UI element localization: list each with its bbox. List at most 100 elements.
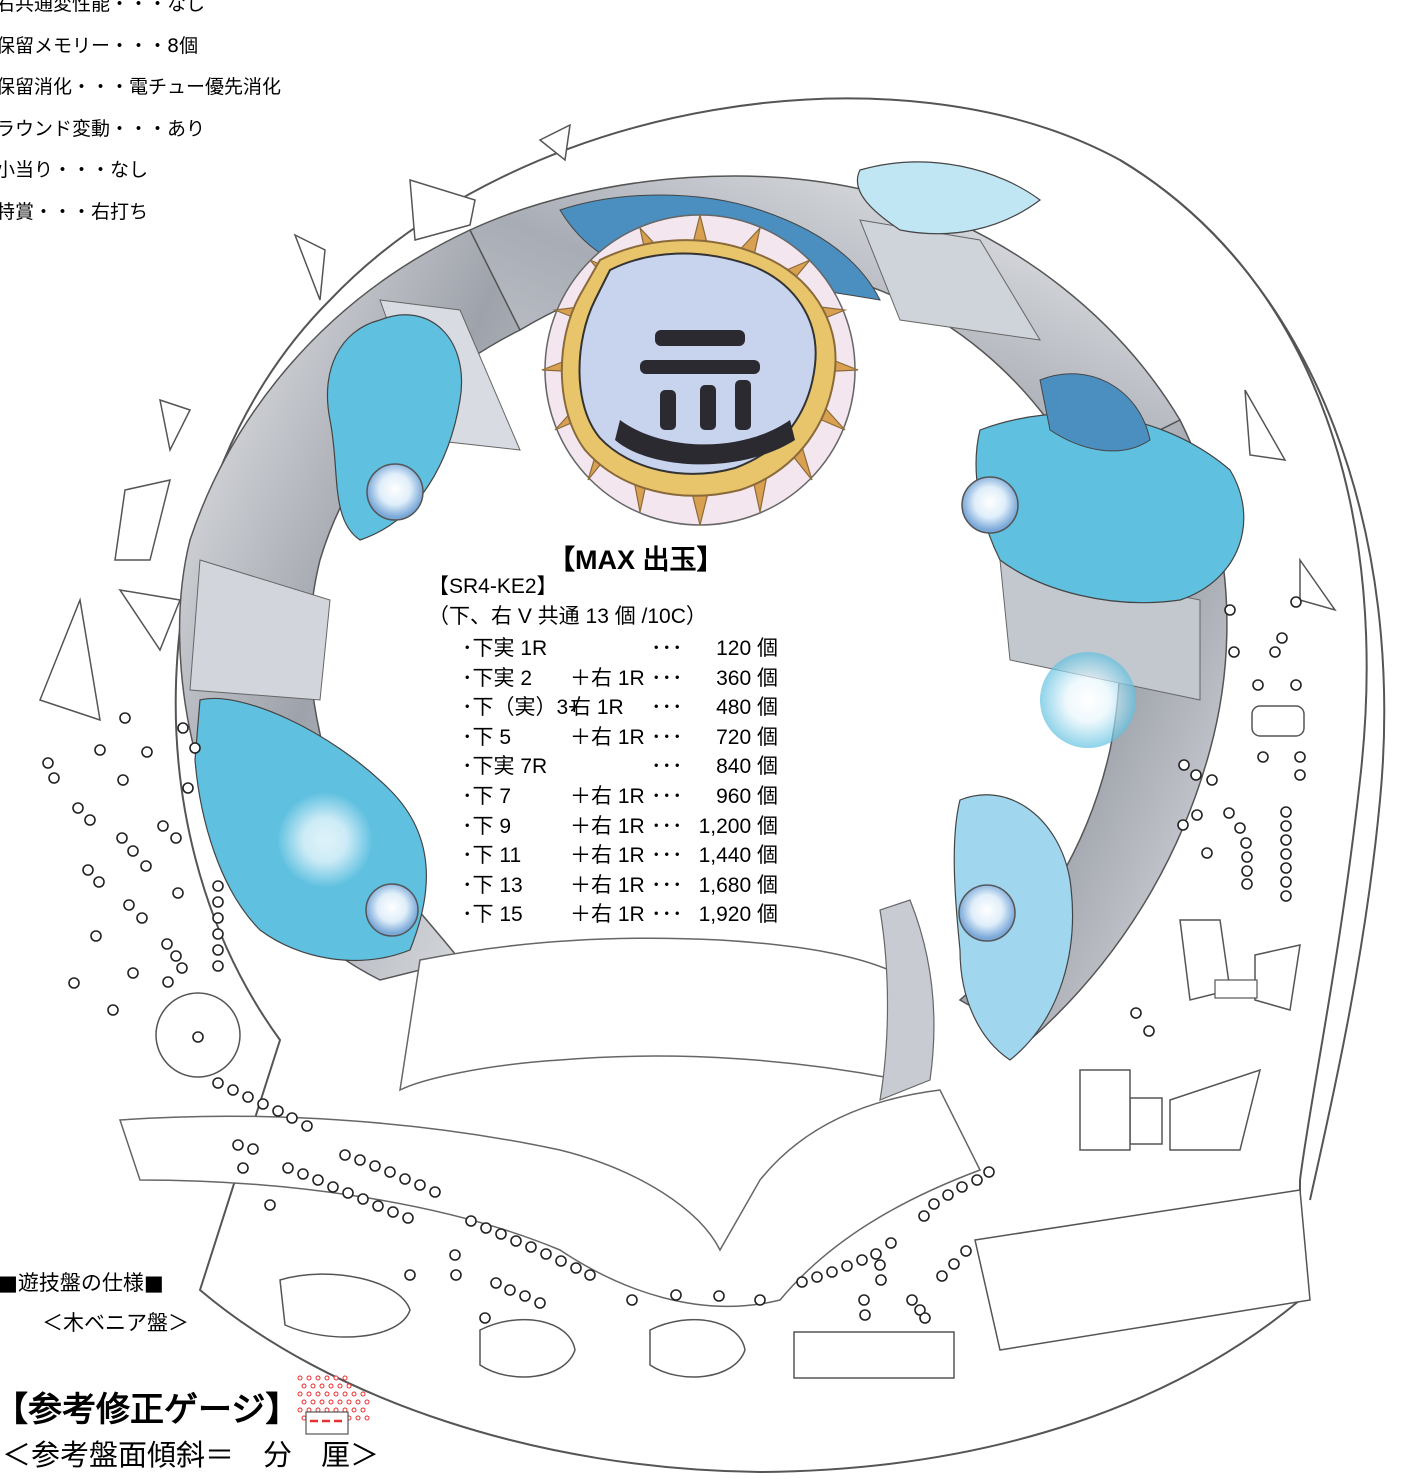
- gauge-dot: [328, 1383, 334, 1389]
- nail-pin: [826, 1266, 838, 1278]
- nail-pin: [162, 976, 174, 988]
- nail-pin: [387, 1206, 399, 1218]
- center-emblem: [541, 214, 859, 526]
- nail-pin: [1252, 679, 1264, 691]
- gauge-dot: [333, 1375, 339, 1381]
- payout-row-dots: ･･･: [651, 814, 683, 838]
- ring-stripe: [189, 559, 331, 701]
- nail-pin: [490, 1277, 502, 1289]
- payout-row-label: ･下 5: [462, 725, 512, 749]
- nail-pin: [856, 1254, 868, 1266]
- water-splash-top-right: [856, 161, 1042, 235]
- nail-pin: [1190, 769, 1202, 781]
- gauge-dot: [310, 1383, 316, 1389]
- nail-pin: [141, 746, 153, 758]
- payout-row-dots: ･･･: [651, 666, 683, 690]
- nail-pin: [140, 860, 152, 872]
- nail-pin: [480, 1222, 492, 1234]
- orb-right-upper: [961, 476, 1019, 534]
- nail-pin: [919, 1312, 931, 1324]
- nail-pin: [956, 1181, 968, 1193]
- payout-row-value: 1,680 個: [698, 873, 778, 897]
- gauge-dot: [319, 1383, 325, 1389]
- nail-pin: [136, 912, 148, 924]
- nail-pin: [286, 1112, 298, 1124]
- nail-pin: [127, 967, 139, 979]
- gauge-dot: [324, 1391, 330, 1397]
- nail-pin: [584, 1269, 596, 1281]
- payout-row-label: ･下実 2: [462, 666, 533, 690]
- bottom-right-panel: [974, 1189, 1311, 1351]
- nail-pin: [1280, 848, 1292, 860]
- nail-pin: [1143, 1025, 1155, 1037]
- right-shape-3: [1169, 1068, 1262, 1151]
- nail-pin: [327, 1181, 339, 1193]
- payout-row-label: ･下実 1R: [462, 637, 548, 660]
- top-shape-3: [538, 123, 571, 162]
- nail-pin: [495, 1228, 507, 1240]
- right-tri-2: [1244, 389, 1287, 461]
- gauge-dot: [301, 1399, 307, 1405]
- spec-item: 右共通変性能・・・なし: [0, 0, 206, 15]
- nail-pin: [384, 1166, 396, 1178]
- nail-pin: [1269, 646, 1281, 658]
- bottom-blob-3: [649, 1318, 746, 1378]
- nail-pin: [1177, 819, 1189, 831]
- nail-pin: [90, 930, 102, 942]
- gauge-dot: [337, 1399, 343, 1405]
- nail-pin: [429, 1186, 441, 1198]
- left-shape-4: [159, 398, 192, 453]
- gauge-dot: [315, 1391, 321, 1397]
- nail-pin: [116, 832, 128, 844]
- water-splash-left-upper: [326, 314, 462, 541]
- payout-row-label: ･下 13: [462, 873, 523, 897]
- glow-left: [277, 792, 373, 888]
- nail-pin: [914, 1304, 926, 1316]
- nail-pin: [918, 1210, 930, 1222]
- payout-row-value: 840 個: [716, 755, 778, 779]
- payout-row-dots: ･･･: [651, 725, 683, 749]
- gauge-dot: [297, 1375, 303, 1381]
- nail-pin: [272, 1105, 284, 1117]
- nail-pin: [1294, 769, 1306, 781]
- orb-left-lower: [365, 883, 419, 937]
- nail-pin: [519, 1290, 531, 1302]
- lower-structure-bottom: [118, 1089, 982, 1307]
- payout-row-value: 960 個: [716, 785, 778, 808]
- payout-row-value: 480 個: [716, 696, 778, 720]
- nail-pin: [94, 744, 106, 756]
- top-shape-2: [293, 233, 326, 301]
- gauge-dot: [342, 1375, 348, 1381]
- glow-right: [1040, 652, 1136, 748]
- nail-pin: [297, 1168, 309, 1180]
- nail-pin: [1280, 820, 1292, 832]
- payout-row-dots: ･･･: [651, 844, 683, 868]
- nail-pin: [983, 1166, 995, 1178]
- nail-pin: [414, 1179, 426, 1191]
- payout-row-dots: ･･･: [651, 903, 683, 927]
- nail-pin: [402, 1212, 414, 1224]
- right-small-rect: [1214, 979, 1258, 999]
- nail-pin: [372, 1200, 384, 1212]
- payout-row-value: 1,440 個: [698, 844, 778, 868]
- gauge-dot: [306, 1375, 312, 1381]
- nail-pin: [1290, 679, 1302, 691]
- gauge-dot: [346, 1383, 352, 1389]
- payout-row-extra: ＋右 1R: [570, 785, 645, 808]
- nail-pin: [1241, 851, 1253, 863]
- payout-row-label: ･下 11: [462, 844, 522, 868]
- gauge-dot: [364, 1399, 370, 1405]
- gauge-dot: [342, 1391, 348, 1397]
- payout-row-value: 720 個: [716, 725, 778, 749]
- left-tri-2: [118, 588, 182, 652]
- gauge-dot: [364, 1415, 370, 1421]
- right-rounded-rect: [1251, 705, 1305, 737]
- spec-list: 右共通変性能・・・なし 保留メモリー・・・8個 保留消化・・・電チュー優先消化 …: [0, 0, 281, 233]
- nail-pin: [960, 1245, 972, 1257]
- payout-row-extra: ＋右 1R: [570, 666, 645, 690]
- nail-pin: [72, 802, 84, 814]
- spec-item: 保留消化・・・電チュー優先消化: [0, 76, 282, 98]
- nail-pin: [1241, 865, 1253, 877]
- nail-pin: [84, 814, 96, 826]
- water-splash-right-lower: [953, 794, 1074, 1061]
